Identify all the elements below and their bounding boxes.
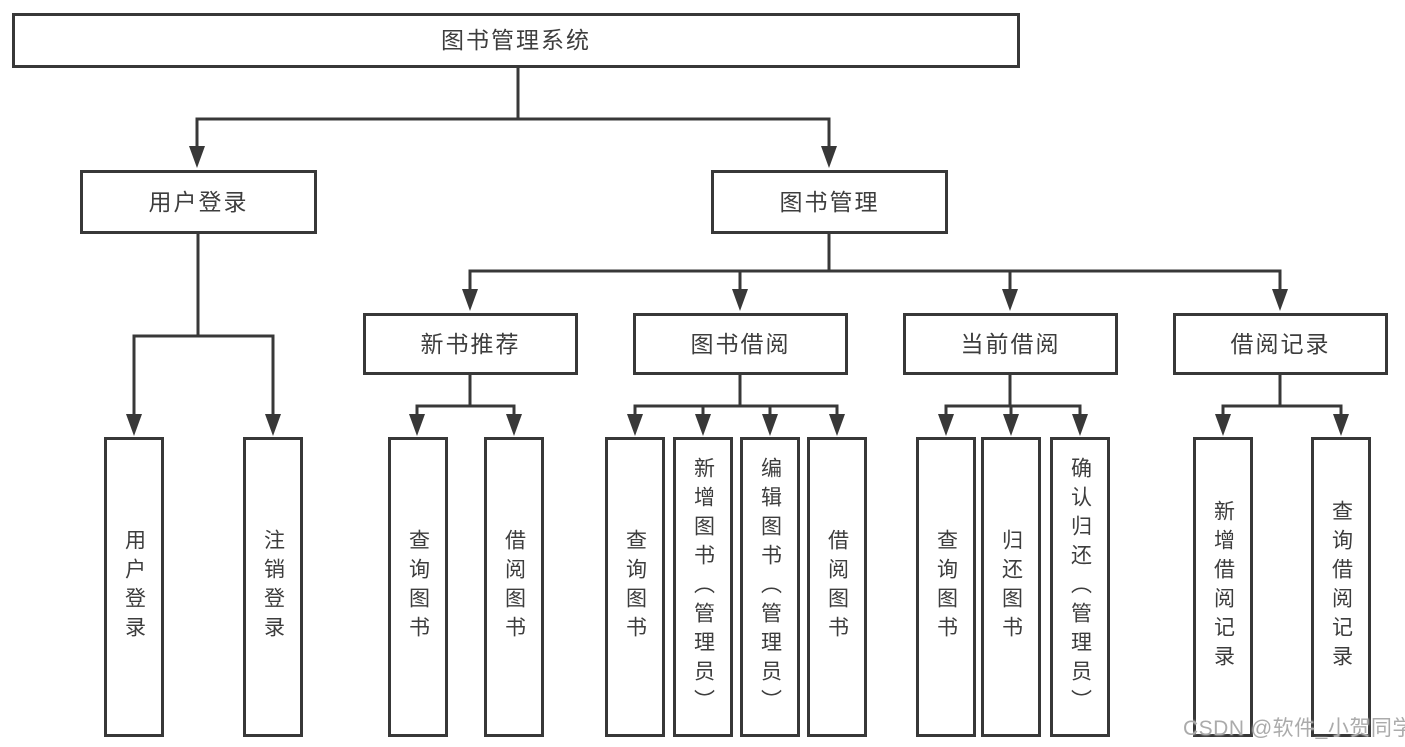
node-new-book-recommend: 新书推荐 bbox=[363, 313, 578, 375]
node-label: 编辑图书（管理员） bbox=[758, 456, 782, 718]
node-label: 归还图书 bbox=[999, 529, 1023, 645]
leaf-user-login: 用户登录 bbox=[104, 437, 164, 737]
node-label: 查询图书 bbox=[406, 529, 430, 645]
node-label: 查询借阅记录 bbox=[1329, 500, 1353, 674]
node-label: 注销登录 bbox=[261, 529, 285, 645]
node-label: 用户登录 bbox=[148, 188, 249, 215]
leaf-query-books-current: 查询图书 bbox=[916, 437, 976, 737]
node-label: 借阅图书 bbox=[825, 529, 849, 645]
node-current-borrowing: 当前借阅 bbox=[903, 313, 1118, 375]
node-book-management: 图书管理 bbox=[711, 170, 948, 234]
node-label: 新增图书（管理员） bbox=[691, 456, 715, 718]
leaf-return-books: 归还图书 bbox=[981, 437, 1041, 737]
leaf-confirm-return-admin: 确认归还（管理员） bbox=[1050, 437, 1110, 737]
node-label: 查询图书 bbox=[934, 529, 958, 645]
leaf-query-books-recommend: 查询图书 bbox=[388, 437, 448, 737]
node-user-login-group: 用户登录 bbox=[80, 170, 317, 234]
leaf-add-books-admin: 新增图书（管理员） bbox=[673, 437, 733, 737]
leaf-logout: 注销登录 bbox=[243, 437, 303, 737]
node-label: 新书推荐 bbox=[420, 330, 521, 357]
leaf-edit-books-admin: 编辑图书（管理员） bbox=[740, 437, 800, 737]
leaf-borrow-books: 借阅图书 bbox=[807, 437, 867, 737]
csdn-watermark: CSDN @软件_小贺同学 bbox=[1183, 717, 1405, 740]
node-label: 图书借阅 bbox=[690, 330, 791, 357]
node-label: 新增借阅记录 bbox=[1211, 500, 1235, 674]
leaf-query-borrow-record: 查询借阅记录 bbox=[1311, 437, 1371, 737]
tree-edges bbox=[132, 65, 1343, 417]
leaf-borrow-books-recommend: 借阅图书 bbox=[484, 437, 544, 737]
leaf-add-borrow-record: 新增借阅记录 bbox=[1193, 437, 1253, 737]
node-label: 图书管理系统 bbox=[441, 27, 591, 53]
node-label: 借阅图书 bbox=[502, 529, 526, 645]
node-borrowing-records: 借阅记录 bbox=[1173, 313, 1388, 375]
node-label: 图书管理 bbox=[779, 188, 880, 215]
node-label: 借阅记录 bbox=[1230, 330, 1331, 357]
node-label: 用户登录 bbox=[122, 529, 146, 645]
node-label: 当前借阅 bbox=[960, 330, 1061, 357]
node-label: 确认归还（管理员） bbox=[1068, 456, 1092, 718]
leaf-query-books-borrow: 查询图书 bbox=[605, 437, 665, 737]
arrowheads bbox=[126, 146, 1349, 436]
node-book-borrowing: 图书借阅 bbox=[633, 313, 848, 375]
node-library-system-root: 图书管理系统 bbox=[12, 13, 1020, 68]
node-label: 查询图书 bbox=[623, 529, 647, 645]
